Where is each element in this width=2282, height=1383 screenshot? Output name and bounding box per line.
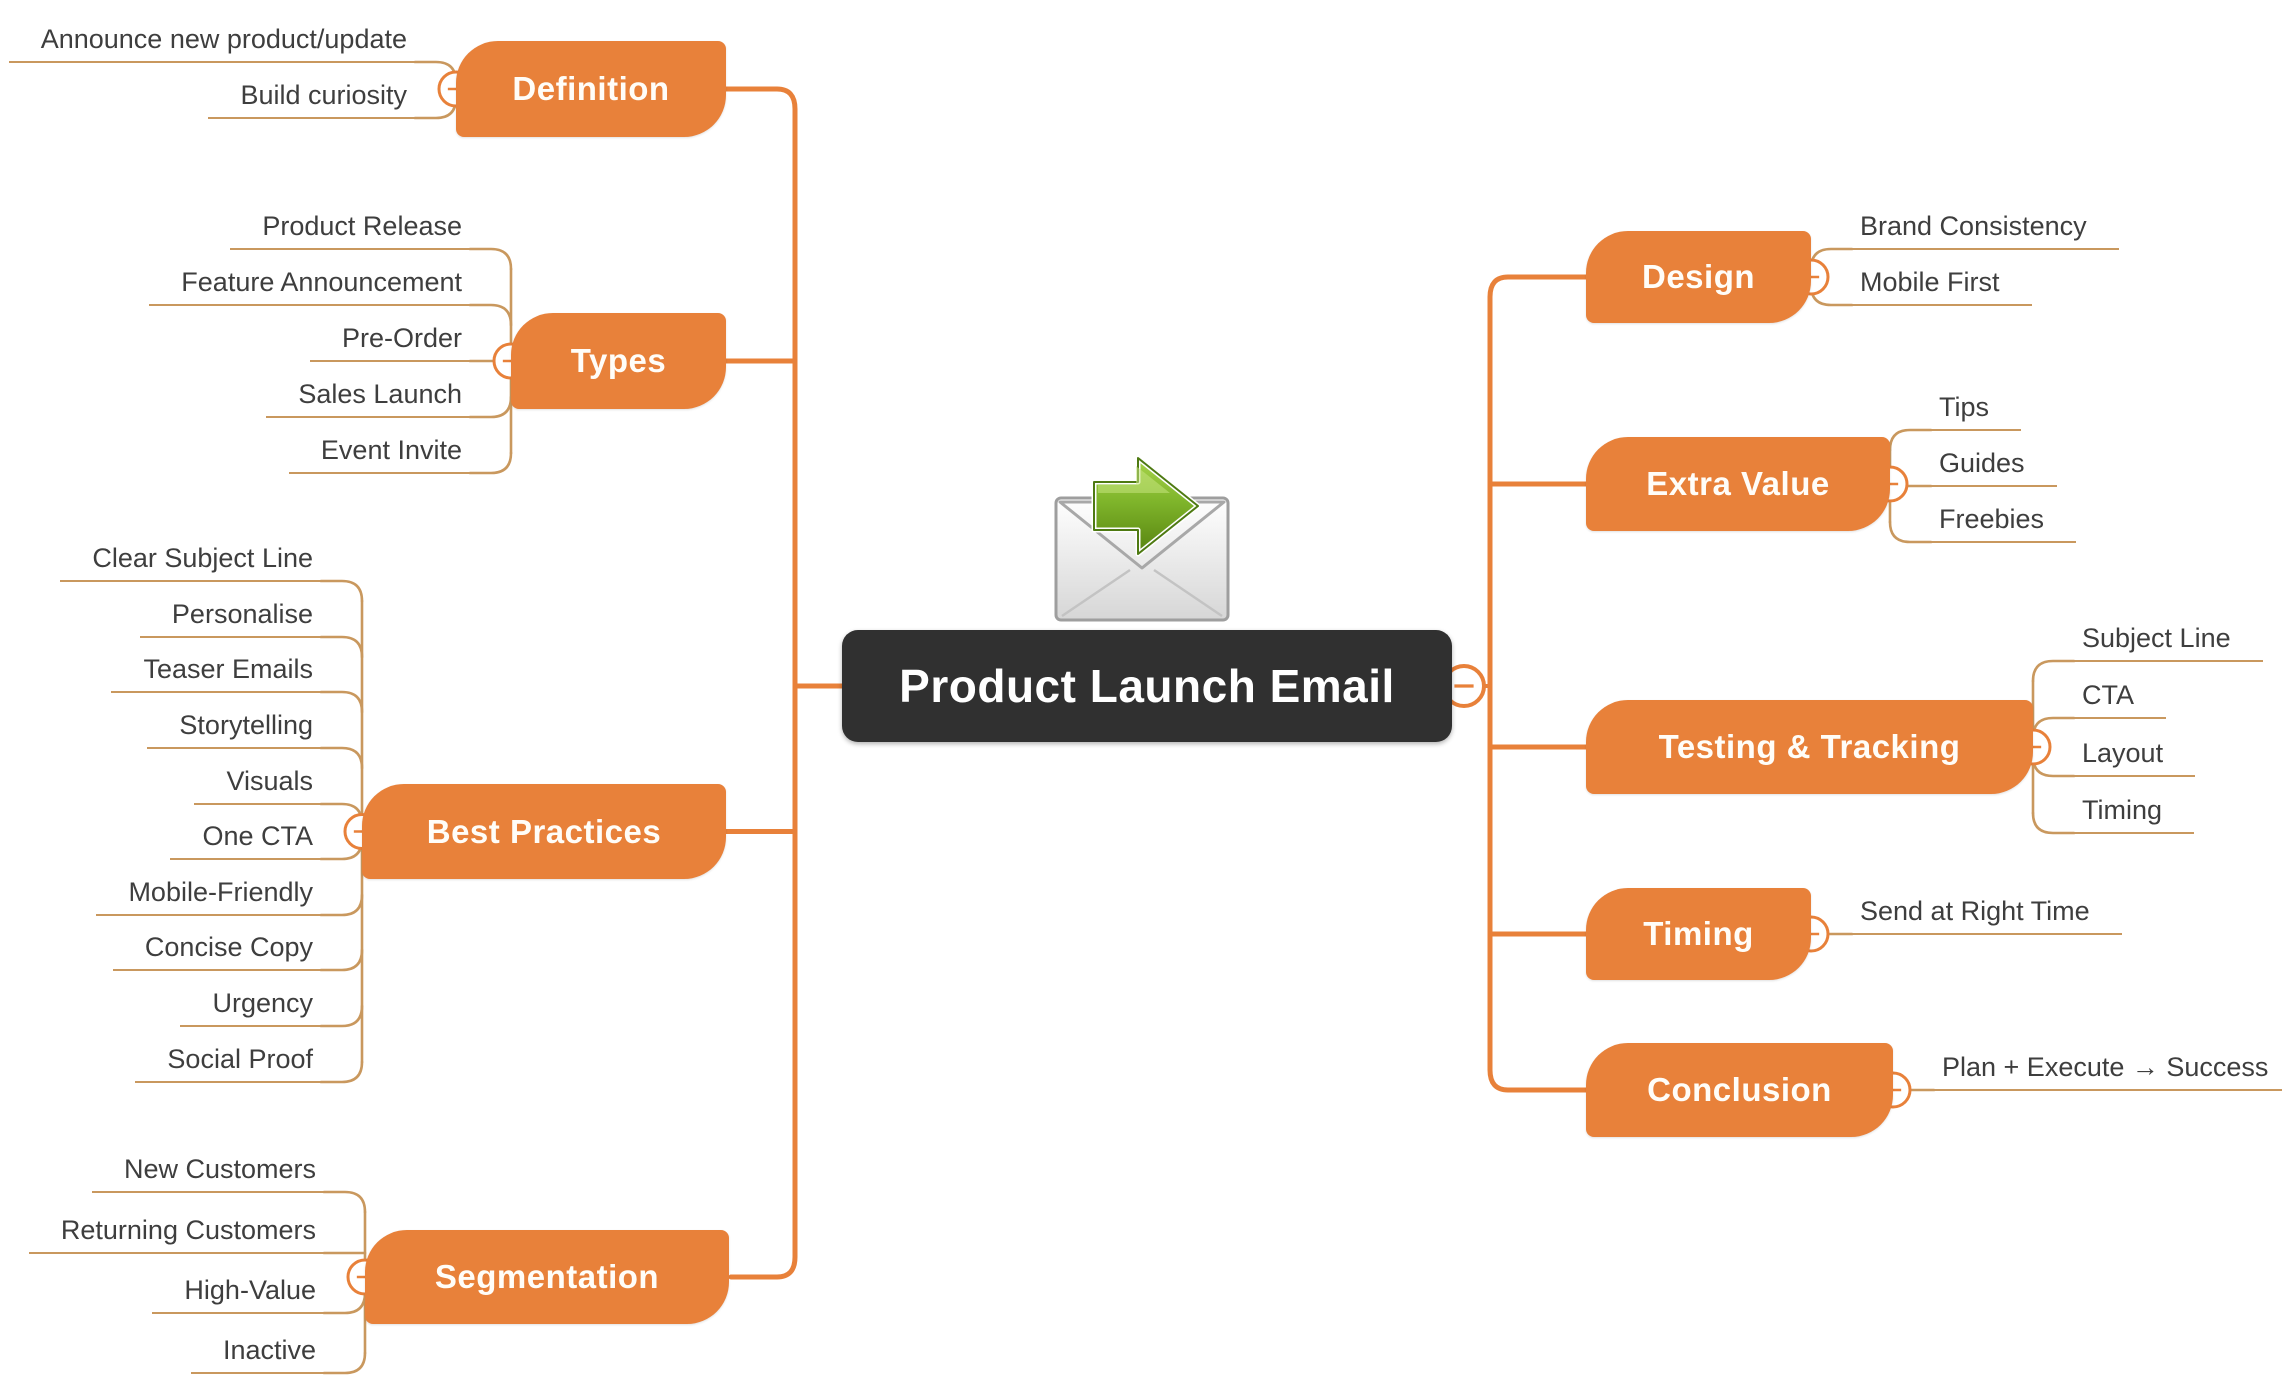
branch-topic-label: Best Practices xyxy=(426,812,662,850)
connector xyxy=(319,1060,364,1084)
subtopic-product-release[interactable]: Product Release xyxy=(230,211,470,250)
subtopic-one-cta[interactable]: One CTA xyxy=(170,821,321,860)
subtopic-mobile-friendly[interactable]: Mobile-Friendly xyxy=(96,877,321,916)
branch-topic-label: Extra Value xyxy=(1646,465,1830,502)
branch-topic-label: Timing xyxy=(1643,915,1754,952)
branch-topic-extra-value[interactable]: Extra Value xyxy=(1586,437,1890,531)
connector xyxy=(1487,274,1589,1093)
branch-topic-definition[interactable]: Definition xyxy=(456,41,726,137)
connector xyxy=(468,451,513,475)
subtopic-high-value[interactable]: High-Value xyxy=(152,1275,324,1314)
connector xyxy=(468,247,513,271)
connector xyxy=(2031,659,2076,683)
subtopic-personalise[interactable]: Personalise xyxy=(139,599,321,638)
subtopic-plan-execute-success[interactable]: Plan + Execute → Success xyxy=(1934,1052,2282,1091)
branch-topic-testing-tracking[interactable]: Testing & Tracking xyxy=(1586,700,2033,794)
subtopic-announce-new-product-update[interactable]: Announce new product/update xyxy=(8,24,415,63)
send-arrow-shape xyxy=(1091,455,1201,557)
subtopic-sales-launch[interactable]: Sales Launch xyxy=(266,379,470,418)
subtopic-brand-consistency[interactable]: Brand Consistency xyxy=(1852,211,2119,250)
subtopic-subject-line[interactable]: Subject Line xyxy=(2074,623,2263,662)
subtopic-visuals[interactable]: Visuals xyxy=(194,766,321,805)
connector xyxy=(319,893,364,917)
subtopic-storytelling[interactable]: Storytelling xyxy=(147,710,321,749)
subtopic-social-proof[interactable]: Social Proof xyxy=(135,1044,321,1083)
branch-topic-segmentation[interactable]: Segmentation xyxy=(365,1230,729,1324)
connector xyxy=(322,1291,367,1315)
connector xyxy=(322,1351,367,1375)
connector xyxy=(723,86,798,1280)
connector xyxy=(1888,428,1933,452)
subtopic-event-invite[interactable]: Event Invite xyxy=(288,435,470,474)
branch-topic-best-practices[interactable]: Best Practices xyxy=(362,784,726,879)
central-topic[interactable]: Product Launch Email xyxy=(842,630,1452,742)
connector xyxy=(319,1004,364,1028)
subtopic-guides[interactable]: Guides xyxy=(1931,448,2057,487)
branch-topic-label: Conclusion xyxy=(1647,1071,1832,1108)
subtopic-returning-customers[interactable]: Returning Customers xyxy=(28,1215,324,1254)
subtopic-clear-subject-line[interactable]: Clear Subject Line xyxy=(60,543,321,582)
connector xyxy=(319,746,364,770)
connector xyxy=(1888,520,1933,544)
connector xyxy=(322,1190,367,1214)
subtopic-send-at-right-time[interactable]: Send at Right Time xyxy=(1852,896,2122,935)
branch-topic-label: Definition xyxy=(512,70,670,107)
subtopic-freebies[interactable]: Freebies xyxy=(1931,504,2077,543)
subtopic-teaser-emails[interactable]: Teaser Emails xyxy=(111,654,321,693)
branch-topic-label: Testing & Tracking xyxy=(1658,728,1961,765)
branch-topic-design[interactable]: Design xyxy=(1586,231,1811,323)
subtopic-cta[interactable]: CTA xyxy=(2074,680,2166,719)
subtopic-pre-order[interactable]: Pre-Order xyxy=(309,323,470,362)
subtopic-build-curiosity[interactable]: Build curiosity xyxy=(208,80,415,119)
subtopic-feature-announcement[interactable]: Feature Announcement xyxy=(149,267,470,306)
connector xyxy=(319,635,364,659)
subtopic-new-customers[interactable]: New Customers xyxy=(91,1154,324,1193)
connector xyxy=(468,303,513,327)
branch-topic-types[interactable]: Types xyxy=(511,313,726,409)
subtopic-urgency[interactable]: Urgency xyxy=(180,988,321,1027)
subtopic-concise-copy[interactable]: Concise Copy xyxy=(112,932,321,971)
branch-topic-conclusion[interactable]: Conclusion xyxy=(1586,1043,1893,1137)
email-send-icon xyxy=(1054,455,1230,622)
branch-topic-label: Types xyxy=(570,342,667,379)
subtopic-timing[interactable]: Timing xyxy=(2074,795,2195,834)
connector xyxy=(319,690,364,714)
connector xyxy=(468,395,513,419)
branch-topic-label: Design xyxy=(1641,258,1756,295)
subtopic-layout[interactable]: Layout xyxy=(2074,738,2196,777)
branch-topic-label: Segmentation xyxy=(434,1258,660,1295)
subtopic-mobile-first[interactable]: Mobile First xyxy=(1852,267,2032,306)
subtopic-tips[interactable]: Tips xyxy=(1931,392,2022,431)
branch-topic-timing[interactable]: Timing xyxy=(1586,888,1811,980)
central-topic-label: Product Launch Email xyxy=(899,660,1395,712)
subtopic-inactive[interactable]: Inactive xyxy=(190,1335,324,1374)
connector xyxy=(319,579,364,603)
connector xyxy=(2031,811,2076,835)
connector xyxy=(319,948,364,972)
